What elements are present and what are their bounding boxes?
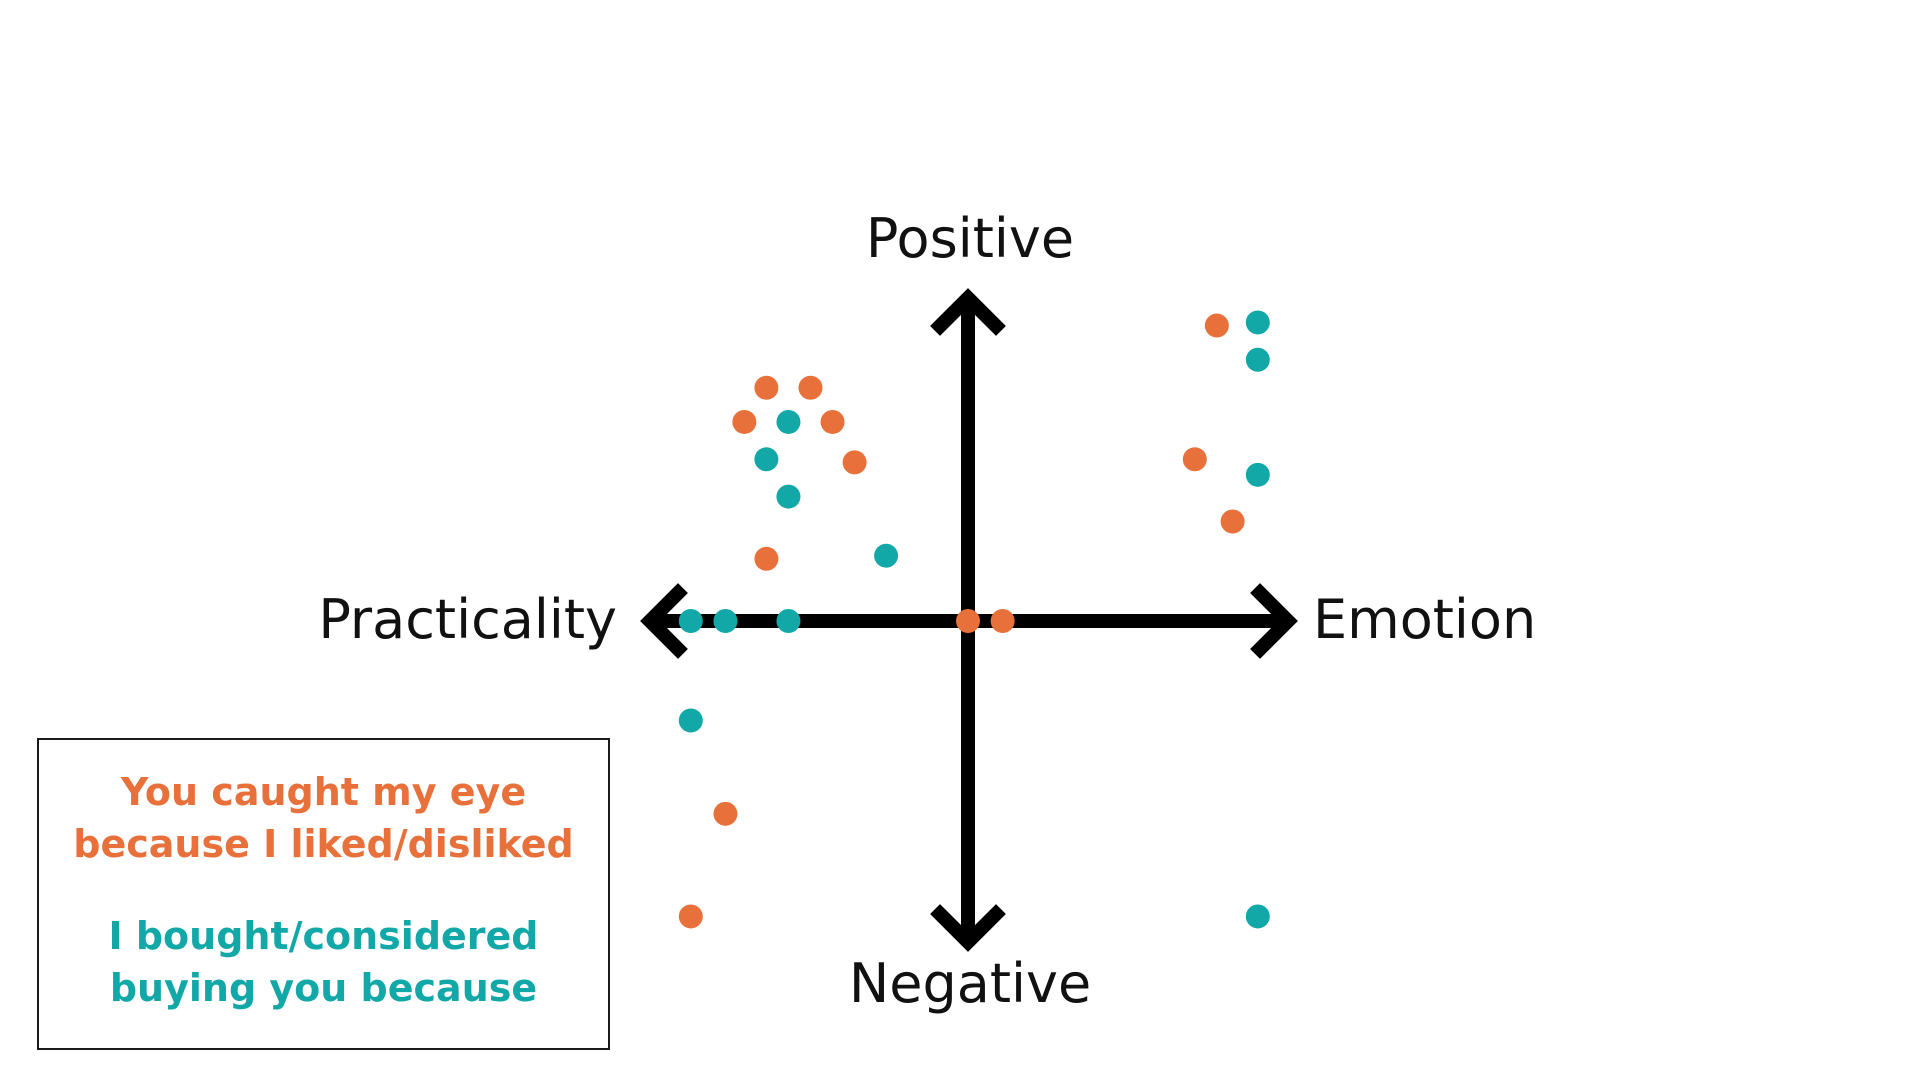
axis-label-positive: Positive [866, 207, 1074, 270]
orange-data-point [1220, 509, 1245, 534]
arrowhead-right [1250, 583, 1298, 659]
teal-data-point [776, 609, 801, 633]
orange-data-point [754, 375, 779, 400]
teal-data-point [874, 543, 899, 568]
teal-data-point [1245, 347, 1270, 372]
teal-data-point [1245, 904, 1270, 929]
legend-line: You caught my eye [120, 770, 527, 814]
axis-label-practicality: Practicality [318, 588, 617, 651]
axis-label-negative: Negative [849, 952, 1091, 1015]
teal-data-point [713, 609, 738, 633]
orange-data-point [820, 409, 845, 434]
teal-data-point [776, 409, 801, 434]
orange-data-point [713, 801, 738, 826]
arrowhead-top [930, 288, 1006, 336]
orange-data-point [990, 609, 1015, 633]
data-points [678, 310, 1270, 929]
legend-entry-orange: You caught my eye because I liked/dislik… [39, 766, 608, 870]
orange-data-point [678, 904, 703, 929]
arrowhead-left [640, 583, 688, 659]
legend-line: buying you because [109, 966, 538, 1010]
axis-label-emotion: Emotion [1313, 588, 1536, 651]
orange-data-point [798, 375, 823, 400]
orange-data-point [1182, 447, 1207, 472]
orange-data-point [842, 450, 867, 475]
teal-data-point [678, 708, 703, 733]
teal-data-point [1245, 310, 1270, 335]
teal-data-point [1245, 462, 1270, 487]
orange-data-point [732, 409, 757, 434]
orange-data-point [956, 609, 980, 633]
legend-line: because I liked/disliked [73, 822, 574, 866]
legend-line: I bought/considered [108, 914, 539, 958]
teal-data-point [776, 484, 801, 509]
legend: You caught my eye because I liked/dislik… [37, 738, 610, 1050]
teal-data-point [678, 609, 703, 633]
orange-data-point [1204, 313, 1229, 338]
legend-entry-teal: I bought/considered buying you because [39, 910, 608, 1014]
teal-data-point [754, 447, 779, 472]
arrowhead-bottom [930, 904, 1006, 952]
orange-data-point [754, 546, 779, 571]
